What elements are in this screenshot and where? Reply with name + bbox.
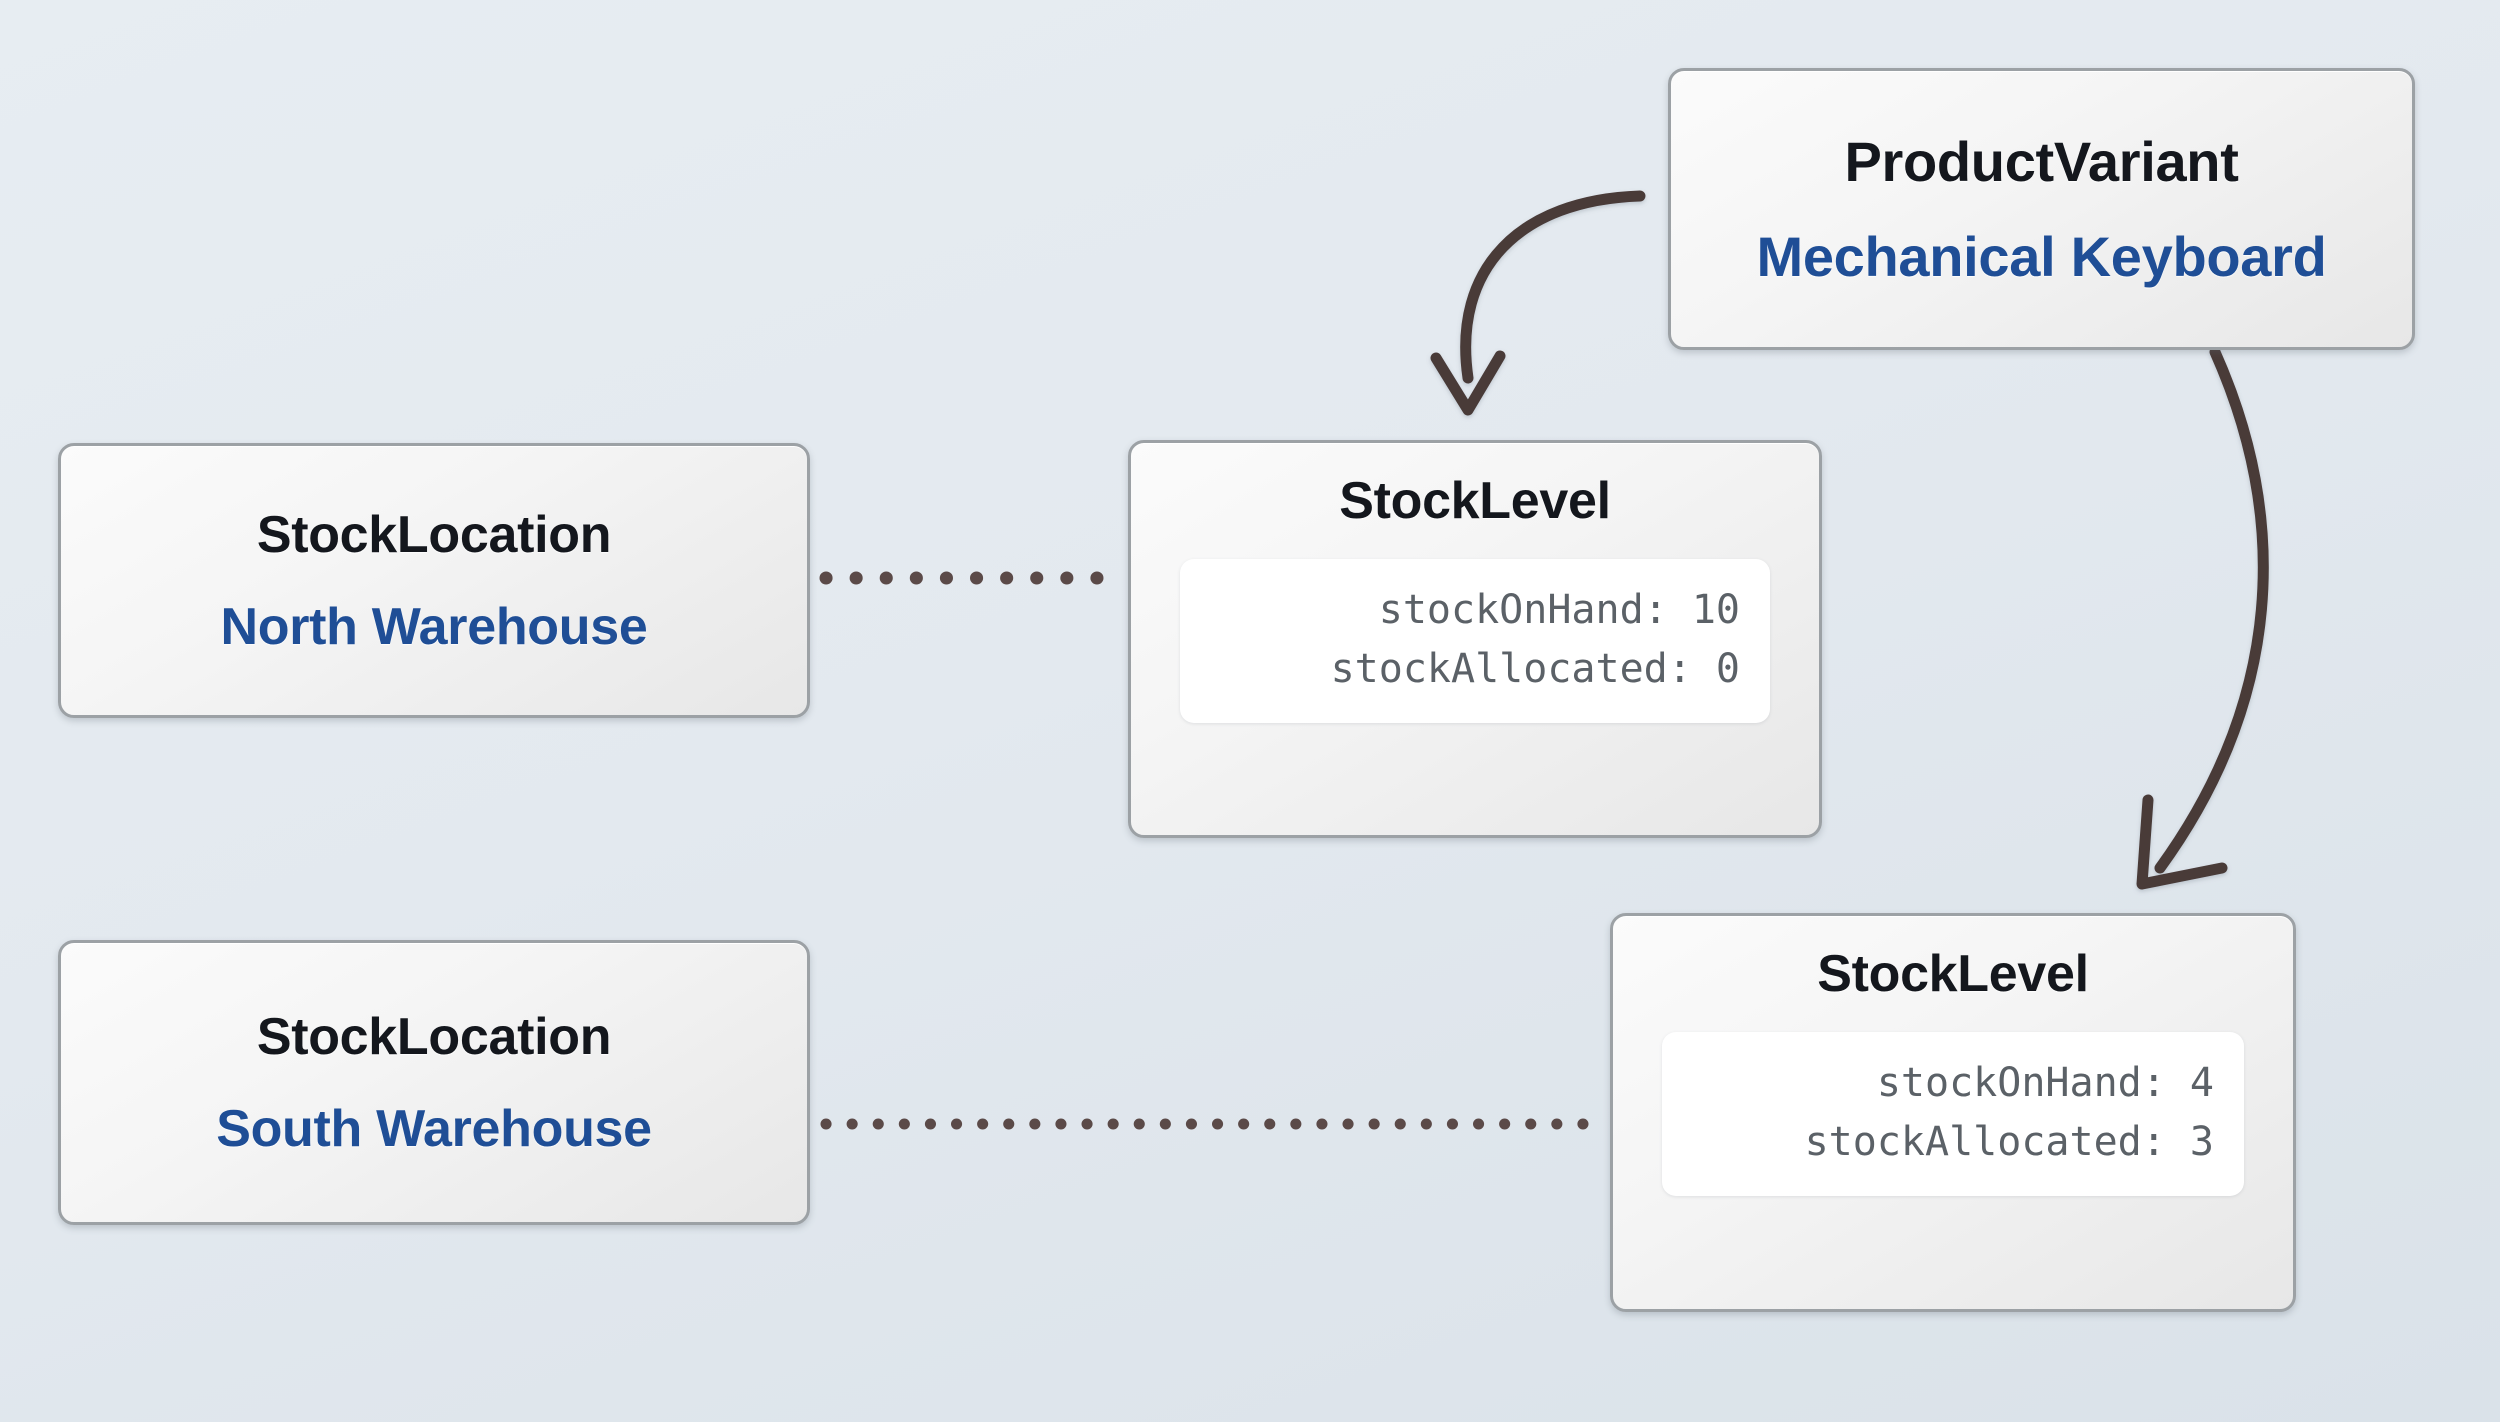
field-panel: stockOnHand: 10 stockAllocated: 0	[1180, 559, 1770, 724]
field-stock-allocated: stockAllocated: 0	[1330, 646, 1740, 693]
node-name-label: North Warehouse	[220, 597, 648, 656]
arrow-variant-to-stocklevel-1	[1430, 190, 1646, 416]
arrow-variant-to-stocklevel-2	[2136, 346, 2269, 890]
node-stock-level-1[interactable]: StockLevel stockOnHand: 10 stockAllocate…	[1128, 440, 1822, 838]
node-type-label: StockLocation	[256, 505, 612, 564]
node-type-label: StockLocation	[256, 1007, 612, 1066]
node-type-label: StockLevel	[1339, 472, 1611, 530]
node-type-label: ProductVariant	[1844, 130, 2239, 193]
node-name-label: South Warehouse	[216, 1099, 652, 1158]
node-stock-level-2[interactable]: StockLevel stockOnHand: 4 stockAllocated…	[1610, 913, 2296, 1312]
node-type-label: StockLevel	[1817, 945, 2089, 1003]
field-stock-allocated: stockAllocated: 3	[1804, 1119, 2214, 1166]
field-panel: stockOnHand: 4 stockAllocated: 3	[1662, 1032, 2244, 1197]
node-stock-location-south[interactable]: StockLocation South Warehouse	[58, 940, 810, 1225]
node-name-label: Mechanical Keyboard	[1756, 225, 2327, 288]
node-product-variant[interactable]: ProductVariant Mechanical Keyboard	[1668, 68, 2415, 350]
field-stock-on-hand: stockOnHand: 10	[1378, 587, 1740, 633]
node-stock-location-north[interactable]: StockLocation North Warehouse	[58, 443, 810, 718]
field-stock-on-hand: stockOnHand: 4	[1876, 1060, 2214, 1106]
